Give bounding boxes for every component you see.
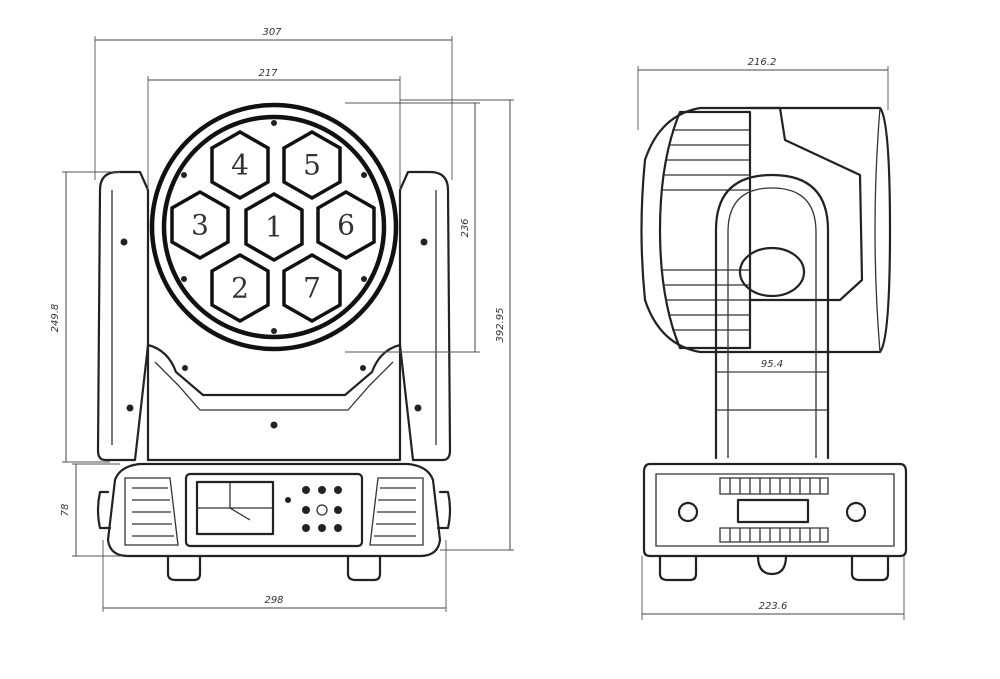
right-handle: [436, 490, 452, 530]
lens-3: 3: [170, 189, 230, 261]
lens-number: 7: [303, 272, 321, 305]
dimension-overall-width: 307: [94, 27, 453, 180]
dimension-yoke-height: 249.8: [50, 171, 120, 463]
lens-number: 3: [191, 209, 209, 242]
ring-screw: [271, 328, 277, 334]
left-arm-screw: [120, 238, 128, 246]
svg-text:307: 307: [262, 27, 282, 38]
front-view: 1 4 5 3 6 2 7: [50, 27, 514, 612]
lens-ring-inner: [161, 114, 387, 340]
lens-7: 7: [282, 252, 342, 324]
head-screw: [182, 365, 188, 371]
lens-number: 1: [265, 211, 283, 244]
lens-5: 5: [282, 129, 342, 201]
right-foot: [346, 554, 382, 582]
dimension-overall-height: 392.95: [400, 99, 514, 551]
left-button: [316, 504, 328, 516]
side-base-body: [642, 462, 908, 558]
mode-button: [302, 524, 310, 532]
svg-text:95.4: 95.4: [761, 359, 783, 370]
right-arm-screw: [420, 238, 428, 246]
dimension-arm-width: 95.4: [728, 359, 816, 373]
lens-ring-outer: [149, 102, 399, 352]
lens-2: 2: [210, 252, 270, 324]
head-body: [146, 343, 402, 462]
ring-screw: [271, 120, 277, 126]
ring-screw: [361, 276, 367, 282]
dimension-base-width: 298: [102, 540, 447, 612]
dimension-side-base-width: 223.6: [641, 556, 905, 620]
control-panel: [184, 472, 364, 548]
side-connector-panel: [736, 498, 810, 524]
side-center-mount: [756, 554, 788, 576]
head-screw: [360, 365, 366, 371]
right-arm-screw: [414, 404, 422, 412]
side-yoke-arm: [714, 173, 830, 460]
right-button: [334, 506, 342, 514]
svg-text:249.8: 249.8: [50, 304, 61, 333]
svg-text:236: 236: [460, 218, 471, 237]
right-yoke-arm: [398, 170, 452, 462]
indicator-light: [285, 497, 291, 503]
lens-number: 6: [337, 209, 355, 242]
enter-button: [334, 486, 342, 494]
lens-4: 4: [210, 129, 270, 201]
side-knob-right: [845, 501, 867, 523]
lens-number: 4: [231, 149, 249, 182]
svg-text:223.6: 223.6: [759, 601, 788, 612]
svg-text:217: 217: [258, 68, 278, 79]
setup-button: [318, 524, 326, 532]
side-left-foot: [658, 554, 698, 582]
left-handle: [96, 490, 112, 530]
side-right-foot: [850, 554, 890, 582]
down-button: [302, 506, 310, 514]
side-knob-left: [677, 501, 699, 523]
dimension-base-height: 78: [60, 463, 120, 557]
svg-text:78: 78: [60, 504, 71, 517]
left-arm-screw: [126, 404, 134, 412]
svg-text:216.2: 216.2: [748, 57, 777, 68]
up-button: [318, 486, 326, 494]
exit-button: [334, 524, 342, 532]
lens-number: 2: [231, 272, 249, 305]
head-screw: [270, 421, 278, 429]
lens-6: 6: [316, 189, 376, 261]
ring-screw: [181, 276, 187, 282]
ring-screw: [361, 172, 367, 178]
menu-button: [302, 486, 310, 494]
ring-screw: [181, 172, 187, 178]
dimension-side-width: 216.2: [637, 57, 889, 130]
svg-text:392.95: 392.95: [495, 308, 506, 343]
dimension-head-height: 236: [345, 102, 480, 353]
base-body: [106, 462, 442, 558]
left-yoke-arm: [96, 170, 150, 462]
tilt-motor-cover: [738, 246, 806, 298]
svg-text:298: 298: [264, 595, 283, 606]
left-foot: [166, 554, 202, 582]
lens-1: 1: [244, 191, 304, 263]
side-view: 95.4 216.2 223.6: [637, 57, 908, 620]
dimension-head-width: 217: [147, 68, 401, 190]
side-heatsink: [658, 110, 752, 350]
lens-number: 5: [303, 149, 321, 182]
